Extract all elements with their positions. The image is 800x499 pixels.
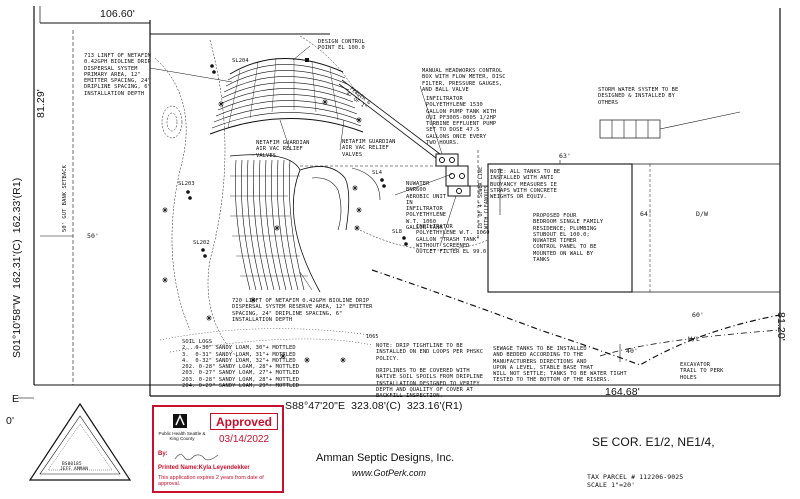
soil-log-sl8: SL8 [392,229,403,235]
design-control-label: DESIGN CONTROL POINT EL 100.0 [318,39,365,52]
west-cut-label: E [12,393,20,405]
storm-water-label: STORM WATER SYSTEM TO BE DESIGNED & INST… [598,87,679,106]
trash-tank-label: INFILTRATOR POLYETHYLENE W.T. 1060 GALLO… [416,224,490,256]
contour-1065-label: 1065 [366,334,379,340]
dimension-64: 64' [640,210,653,218]
headworks-label: MANUAL HEADWORKS CONTROL BOX WITH FLOW M… [422,68,506,93]
soil-logs-table: SOIL LOGS 2. 0-30" SANDY LOAM, 30"+ MOTT… [182,339,300,390]
east-cut-dimension: 81.20' [775,312,787,341]
soil-log-sl202: SL202 [193,240,210,246]
south-right-dimension: 164.68' [605,386,640,398]
tank-buoyancy-note: NOTE: ALL TANKS TO BE INSTALLED WITH ANT… [490,169,561,201]
sewage-tank-note: SEWAGE TANKS TO BE INSTALLED AND BEDDED … [493,346,627,384]
dimension-0: 0' [6,415,15,427]
approval-by-label: By: [158,451,168,457]
water-line-label: W/L [688,335,701,343]
primary-drip-label: 713 LINFT OF NETAFIM 0.42GPH BIOLINE DRI… [84,53,151,97]
tree-symbols [162,99,362,363]
approval-stamp: Approved 03/14/2022 Public Health Seattl… [152,405,284,493]
tax-parcel: TAX PARCEL # 112206-9025 [587,473,684,481]
aerobic-unit-label: NUWATER BNR600 AEROBIC UNIT IN INFILTRAT… [406,181,447,232]
driveway-label: D/W [696,210,709,218]
trash-tank [447,185,471,197]
south-bearing: S88°47'20"E 323.08'(C) 323.16'(R1) [285,400,463,412]
dimension-63: 63' [559,152,572,160]
soil-log-sl203: SL203 [178,181,195,187]
approval-expiry: This application expires 2 years from da… [158,475,264,488]
reserve-drip-field [234,159,305,291]
gut-bank-setback: 50' GUT BANK SETBACK [62,165,68,232]
engineer-stamp [28,402,132,481]
designer-name: Amman Septic Designs, Inc. [316,452,455,464]
section-corner-label: SE COR. E1/2, NE1/4, [592,435,715,449]
depth-dimension: 81.29' [35,89,47,118]
drawing-scale: SCALE 1"=20' [587,481,636,489]
printed-name: Printed Name:Kyla Leyendekker [158,465,250,471]
soil-log-sl4: SL4 [372,170,383,176]
approval-date: 03/14/2022 [218,434,270,445]
signature-icon [174,454,219,461]
guardian-valves-right: NETAFIM GUARDIAN AIR VAC RELIEF VALVES [342,139,396,158]
soil-log-sl204: SL204 [232,58,249,64]
drip-tightline-note: NOTE: DRIP TIGHTLINE TO BE INSTALLED ON … [376,343,484,400]
water-line [371,269,781,366]
north-dimension: 106.60' [100,8,135,20]
excavator-trail-label: EXCAVATOR TRAIL TO PERK HOLES [680,362,724,381]
west-bearing: S01°10'58"W 162.31'(C) 162.33'(R1) [11,177,23,358]
dimension-60: 60' [692,311,705,319]
residence-label: PROPOSED FOUR BEDROOM SINGLE FAMILY RESI… [533,213,604,264]
designer-url: www.GotPerk.com [352,468,427,478]
stamp-name: JEFF AMMAN [60,467,89,472]
approval-org: Public Health Seattle & King County [158,431,206,441]
public-health-logo-icon [173,414,187,428]
dimension-40: 40' [626,347,639,355]
reserve-drip-label: 720 LINFT OF NETAFIM 0.42GPH BIOLINE DRI… [232,298,373,323]
pump-tank-label: INFILTRATOR POLYETHYLENE 1530 GALLON PUM… [426,96,497,147]
stamp-id: BS00185 [62,462,82,467]
guardian-valves-left: NETAFIM GUARDIAN AIR VAC RELIEF VALVES [256,140,310,159]
dimension-50: 50' [87,232,100,240]
topo-contours [154,35,489,361]
sewer-line-label: 18" OF 4" SEWER LINE WITH CLEANOUTS [478,166,491,229]
approved-status: Approved [210,413,278,430]
